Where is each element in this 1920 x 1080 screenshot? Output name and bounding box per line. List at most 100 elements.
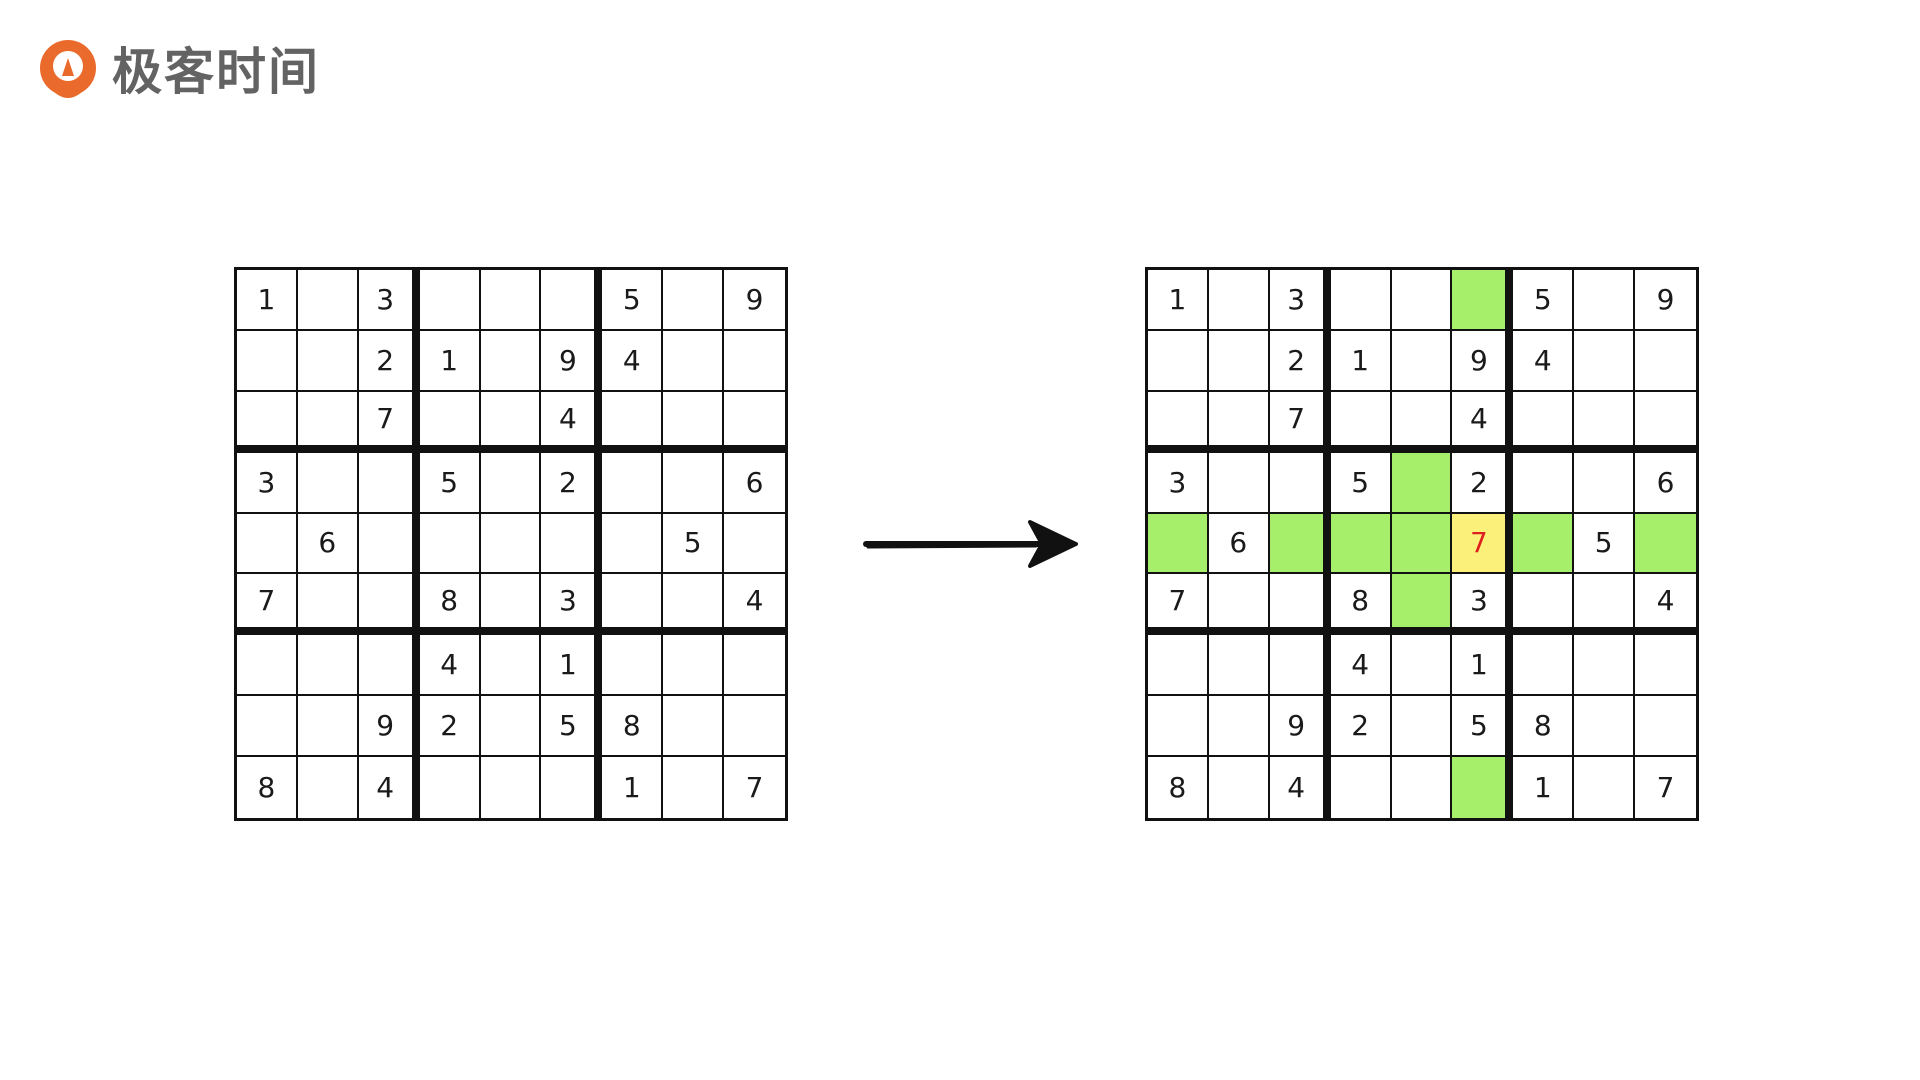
sudoku-cell (1513, 574, 1575, 636)
sudoku-cell: 5 (1452, 696, 1514, 758)
sudoku-cell (724, 514, 785, 575)
sudoku-cell: 8 (1330, 574, 1392, 636)
sudoku-cell: 1 (237, 270, 298, 331)
sudoku-cell: 4 (724, 574, 785, 636)
sudoku-cell (1208, 574, 1270, 636)
sudoku-cell (541, 270, 603, 331)
sudoku-cell (1208, 330, 1270, 392)
sudoku-highlighted-cell (1635, 513, 1696, 575)
sudoku-cell: 1 (1330, 330, 1392, 392)
sudoku-cell (1635, 331, 1696, 392)
sudoku-cell (1574, 330, 1636, 392)
sudoku-cell (724, 331, 785, 392)
sudoku-cell (1391, 635, 1453, 697)
sudoku-cell (1513, 452, 1575, 514)
sudoku-cell: 2 (1330, 696, 1392, 758)
sudoku-cell (480, 452, 542, 514)
sudoku-cell: 2 (1452, 452, 1514, 514)
sudoku-cell: 5 (419, 452, 481, 514)
sudoku-highlighted-cell (1452, 270, 1514, 331)
sudoku-cell: 4 (1270, 757, 1331, 818)
sudoku-cell (663, 391, 725, 453)
sudoku-cell (602, 635, 664, 697)
sudoku-cell (1635, 635, 1696, 697)
sudoku-cell (358, 635, 420, 697)
sudoku-cell (663, 696, 725, 758)
sudoku-cell (237, 635, 298, 697)
sudoku-cell: 6 (297, 513, 359, 575)
sudoku-cell: 4 (602, 330, 664, 392)
sudoku-cell: 4 (541, 391, 603, 453)
sudoku-cell (602, 452, 664, 514)
sudoku-cell: 4 (1330, 635, 1392, 697)
sudoku-cell (1574, 696, 1636, 758)
sudoku-cell: 2 (419, 696, 481, 758)
geektime-logo-icon (40, 40, 96, 98)
sudoku-cell (419, 513, 481, 575)
sudoku-cell (663, 452, 725, 514)
sudoku-cell (602, 574, 664, 636)
sudoku-cell (1269, 574, 1331, 636)
sudoku-cell: 4 (1452, 391, 1514, 453)
sudoku-cell (724, 635, 785, 697)
sudoku-cell: 3 (237, 452, 298, 514)
sudoku-cell: 4 (1635, 574, 1696, 636)
sudoku-cell (1391, 391, 1453, 453)
sudoku-cell (1148, 391, 1209, 453)
sudoku-cell (1208, 635, 1270, 697)
sudoku-cell: 5 (602, 270, 664, 331)
sudoku-cell (419, 391, 481, 453)
sudoku-highlighted-cell (1513, 513, 1575, 575)
sudoku-cell: 2 (1269, 330, 1331, 392)
sudoku-cell (480, 513, 542, 575)
sudoku-cell (297, 391, 359, 453)
sudoku-cell (724, 696, 785, 758)
sudoku-cell: 1 (1513, 757, 1575, 818)
sudoku-cell (1574, 635, 1636, 697)
sudoku-cell: 8 (602, 696, 664, 758)
sudoku-cell (358, 452, 420, 514)
sudoku-cell (298, 757, 359, 818)
sudoku-cell (1574, 757, 1636, 818)
sudoku-cell (1208, 270, 1270, 331)
sudoku-cell (419, 270, 481, 331)
sudoku-cell: 3 (541, 574, 603, 636)
sudoku-cell (663, 330, 725, 392)
sudoku-cell (237, 391, 298, 453)
sudoku-cell: 4 (419, 635, 481, 697)
sudoku-cell (1392, 757, 1453, 818)
sudoku-cell (1330, 391, 1392, 453)
sudoku-cell (297, 452, 359, 514)
sudoku-cell: 6 (1208, 513, 1270, 575)
sudoku-cell (480, 696, 542, 758)
sudoku-cell: 3 (1452, 574, 1514, 636)
sudoku-cell: 2 (541, 452, 603, 514)
sudoku-cell (480, 330, 542, 392)
sudoku-cell (297, 270, 359, 331)
sudoku-cell: 5 (663, 513, 725, 575)
sudoku-cell: 9 (724, 270, 785, 331)
sudoku-cell: 9 (1452, 330, 1514, 392)
sudoku-cell (724, 392, 785, 453)
sudoku-cell (1391, 696, 1453, 758)
sudoku-cell (481, 757, 542, 818)
sudoku-cell: 8 (1513, 696, 1575, 758)
sudoku-cell (1208, 391, 1270, 453)
right-arrow-icon (863, 520, 1078, 568)
sudoku-cell: 5 (1574, 513, 1636, 575)
sudoku-cell: 7 (358, 391, 420, 453)
sudoku-cell (663, 574, 725, 636)
sudoku-cell: 1 (602, 757, 664, 818)
sudoku-cell (1574, 452, 1636, 514)
sudoku-cell: 3 (1269, 270, 1331, 331)
sudoku-cell (1574, 574, 1636, 636)
sudoku-cell: 9 (541, 330, 603, 392)
sudoku-target-cell: 7 (1452, 513, 1514, 575)
sudoku-cell (297, 330, 359, 392)
sudoku-cell (1635, 392, 1696, 453)
sudoku-cell: 7 (1148, 574, 1209, 636)
sudoku-cell: 6 (724, 453, 785, 514)
sudoku-cell (1513, 635, 1575, 697)
sudoku-cell (663, 635, 725, 697)
sudoku-cell (1208, 452, 1270, 514)
